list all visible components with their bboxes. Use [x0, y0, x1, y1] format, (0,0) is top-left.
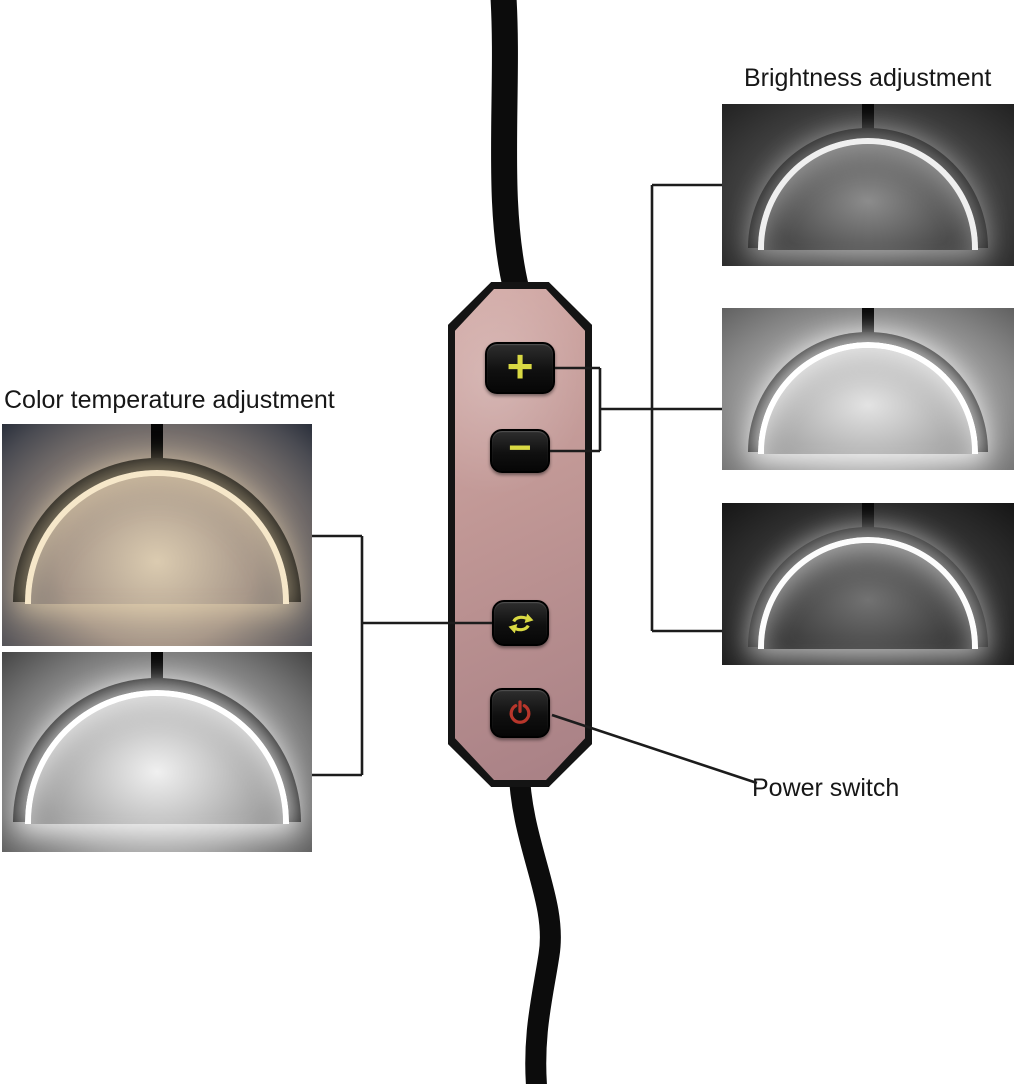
plus-glyph: + — [506, 340, 534, 392]
lamp-mount — [862, 503, 874, 530]
lamp-mount — [862, 104, 874, 131]
minus-glyph: − — [508, 426, 532, 470]
lamp-photo-brightness-2 — [722, 308, 1014, 470]
remote-controller: + − — [448, 282, 592, 787]
brightness-label: Brightness adjustment — [744, 64, 992, 92]
lamp-arc — [748, 128, 988, 250]
color-cycle-icon — [508, 613, 533, 633]
color-cycle-button — [492, 600, 549, 646]
lamp-arc — [13, 458, 301, 604]
lamp-arc — [748, 527, 988, 649]
brightness-minus-button: − — [490, 426, 550, 473]
power-button — [490, 688, 550, 738]
lamp-mount — [862, 308, 874, 335]
power-switch-label: Power switch — [752, 774, 900, 802]
lamp-photo-warm-temperature — [2, 424, 312, 646]
top-cable — [490, 0, 530, 296]
lamp-arc — [13, 678, 301, 824]
brightness-plus-button: + — [485, 342, 555, 394]
lamp-mount — [151, 424, 163, 461]
lamp-arc — [748, 332, 988, 454]
lamp-photo-cool-temperature — [2, 652, 312, 852]
lamp-photo-brightness-3 — [722, 503, 1014, 665]
lamp-mount — [151, 652, 163, 681]
bottom-cable — [508, 767, 561, 1084]
lamp-photo-brightness-1 — [722, 104, 1014, 266]
power-icon — [509, 700, 531, 724]
color-temperature-label: Color temperature adjustment — [4, 386, 335, 414]
